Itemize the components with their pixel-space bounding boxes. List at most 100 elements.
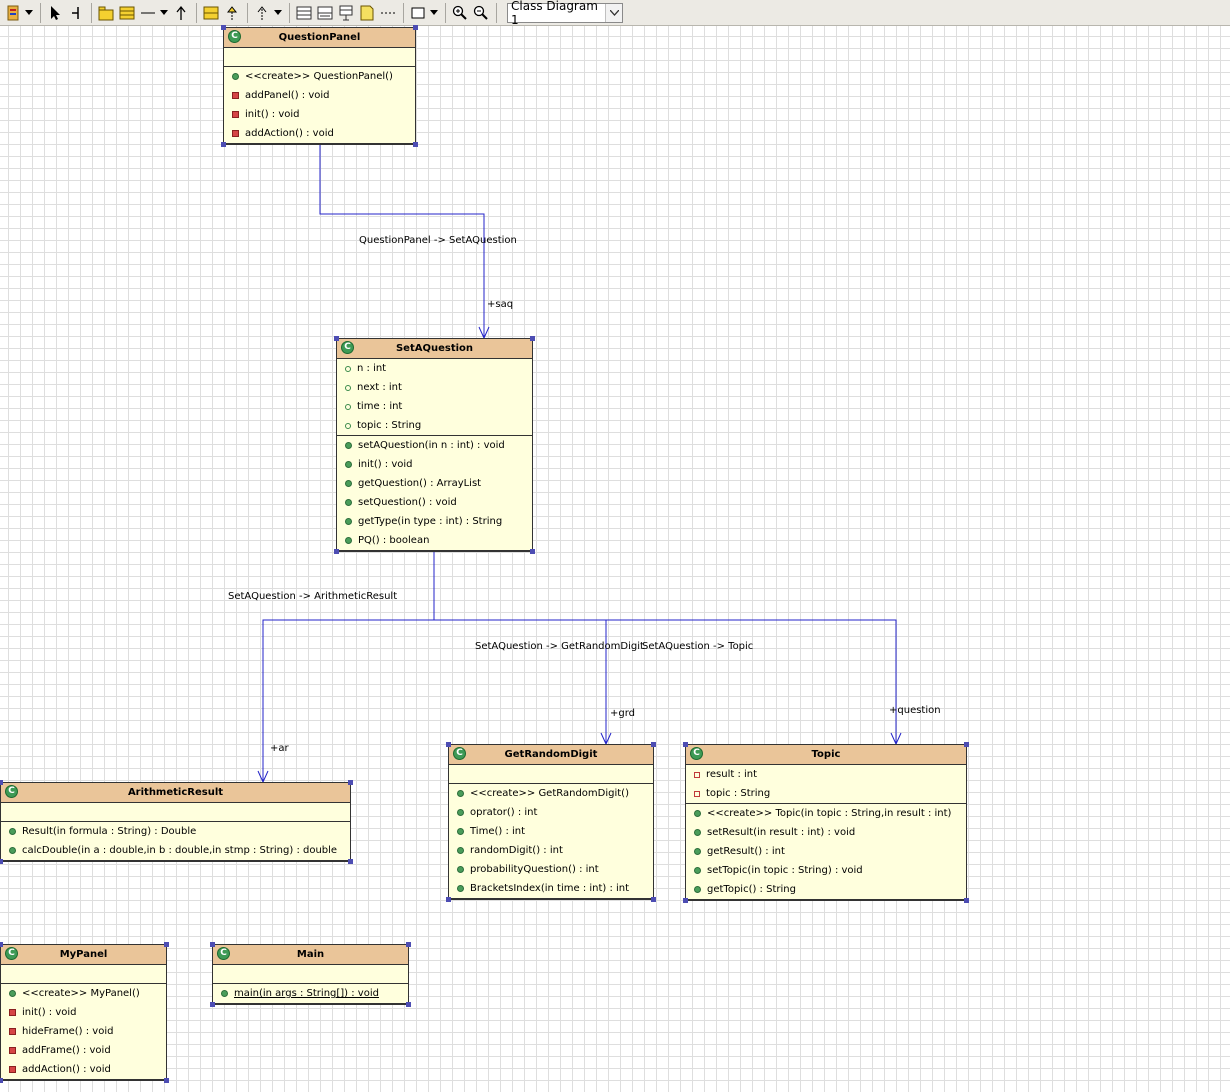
- resize-handle[interactable]: [348, 859, 353, 864]
- operation-row[interactable]: addFrame() : void: [1, 1041, 166, 1060]
- resize-handle[interactable]: [0, 942, 3, 947]
- operation-row[interactable]: getQuestion() : ArrayList: [337, 474, 532, 493]
- resize-handle[interactable]: [210, 942, 215, 947]
- resize-handle[interactable]: [446, 742, 451, 747]
- attribute-row[interactable]: time : int: [337, 397, 532, 416]
- realization-icon[interactable]: [222, 3, 242, 23]
- operation-row[interactable]: addAction() : void: [1, 1060, 166, 1079]
- association-label[interactable]: SetAQuestion -> ArithmeticResult: [228, 591, 398, 602]
- operation-row[interactable]: oprator() : int: [449, 803, 653, 822]
- resize-handle[interactable]: [683, 898, 688, 903]
- operation-row[interactable]: main(in args : String[]) : void: [213, 984, 408, 1003]
- diagram-selector[interactable]: Class Diagram 1: [507, 0, 623, 27]
- operation-row[interactable]: addPanel() : void: [224, 86, 415, 105]
- operation-row[interactable]: setQuestion() : void: [337, 493, 532, 512]
- resize-handle[interactable]: [348, 780, 353, 785]
- anchor-icon[interactable]: [66, 3, 86, 23]
- note-icon[interactable]: [357, 3, 377, 23]
- association-dropdown-icon[interactable]: [159, 3, 169, 23]
- association-role[interactable]: +grd: [610, 708, 636, 719]
- resize-handle[interactable]: [683, 742, 688, 747]
- package-icon[interactable]: [96, 3, 116, 23]
- operation-row[interactable]: setAQuestion(in n : int) : void: [337, 436, 532, 455]
- attribute-row[interactable]: n : int: [337, 359, 532, 378]
- operation-row[interactable]: getType(in type : int) : String: [337, 512, 532, 531]
- resize-handle[interactable]: [413, 142, 418, 147]
- operation-row[interactable]: setTopic(in topic : String) : void: [686, 861, 966, 880]
- resize-handle[interactable]: [164, 1078, 169, 1083]
- resize-handle[interactable]: [406, 942, 411, 947]
- rectangle-icon[interactable]: [408, 3, 428, 23]
- shape-dropdown-icon[interactable]: [429, 3, 439, 23]
- operation-compartment-icon[interactable]: [315, 3, 335, 23]
- zoom-out-icon[interactable]: [471, 3, 491, 23]
- dependency-dropdown-icon[interactable]: [273, 3, 283, 23]
- operation-row[interactable]: addAction() : void: [224, 124, 415, 143]
- operation-row[interactable]: getResult() : int: [686, 842, 966, 861]
- resize-handle[interactable]: [0, 859, 3, 864]
- attribute-row[interactable]: topic : String: [686, 784, 966, 803]
- operation-row[interactable]: init() : void: [224, 105, 415, 124]
- resize-handle[interactable]: [0, 1078, 3, 1083]
- generalization-icon[interactable]: [171, 3, 191, 23]
- operation-row[interactable]: <<create>> QuestionPanel(): [224, 67, 415, 86]
- operation-row[interactable]: setResult(in result : int) : void: [686, 823, 966, 842]
- operation-row[interactable]: probabilityQuestion() : int: [449, 860, 653, 879]
- association-role[interactable]: +question: [889, 705, 941, 716]
- zoom-in-icon[interactable]: [450, 3, 470, 23]
- operation-row[interactable]: calcDouble(in a : double,in b : double,i…: [1, 841, 350, 860]
- association-role[interactable]: +saq: [487, 299, 514, 310]
- attribute-row[interactable]: next : int: [337, 378, 532, 397]
- resize-handle[interactable]: [651, 742, 656, 747]
- select-icon[interactable]: [45, 3, 65, 23]
- chevron-down-icon[interactable]: [605, 3, 622, 22]
- resize-handle[interactable]: [406, 1002, 411, 1007]
- resize-handle[interactable]: [221, 142, 226, 147]
- resize-handle[interactable]: [210, 1002, 215, 1007]
- stereotype-icon[interactable]: [336, 3, 356, 23]
- resize-handle[interactable]: [164, 942, 169, 947]
- operation-row[interactable]: <<create>> GetRandomDigit(): [449, 784, 653, 803]
- operation-row[interactable]: Time() : int: [449, 822, 653, 841]
- resize-handle[interactable]: [651, 897, 656, 902]
- operation-row[interactable]: getTopic() : String: [686, 880, 966, 899]
- operation-row[interactable]: PQ() : boolean: [337, 531, 532, 550]
- note-link-icon[interactable]: [378, 3, 398, 23]
- resize-handle[interactable]: [530, 336, 535, 341]
- palette-icon[interactable]: [3, 3, 23, 23]
- resize-handle[interactable]: [964, 898, 969, 903]
- attribute-row[interactable]: result : int: [686, 765, 966, 784]
- association-label[interactable]: SetAQuestion -> GetRandomDigit: [475, 641, 644, 652]
- association-icon[interactable]: [138, 3, 158, 23]
- resize-handle[interactable]: [0, 780, 3, 785]
- resize-handle[interactable]: [221, 25, 226, 30]
- resize-handle[interactable]: [334, 336, 339, 341]
- operation-row[interactable]: <<create>> Topic(in topic : String,in re…: [686, 804, 966, 823]
- resize-handle[interactable]: [334, 549, 339, 554]
- association-label[interactable]: SetAQuestion -> Topic: [642, 641, 754, 652]
- operation-row[interactable]: <<create>> MyPanel(): [1, 984, 166, 1003]
- diagram-canvas[interactable]: [0, 26, 1230, 1092]
- interface-icon[interactable]: [201, 3, 221, 23]
- resize-handle[interactable]: [446, 897, 451, 902]
- operation-row[interactable]: randomDigit() : int: [449, 841, 653, 860]
- resize-handle[interactable]: [964, 742, 969, 747]
- resize-handle[interactable]: [413, 25, 418, 30]
- attribute-row[interactable]: topic : String: [337, 416, 532, 435]
- operation-row[interactable]: BracketsIndex(in time : int) : int: [449, 879, 653, 898]
- class-icon[interactable]: [117, 3, 137, 23]
- resize-handle[interactable]: [530, 549, 535, 554]
